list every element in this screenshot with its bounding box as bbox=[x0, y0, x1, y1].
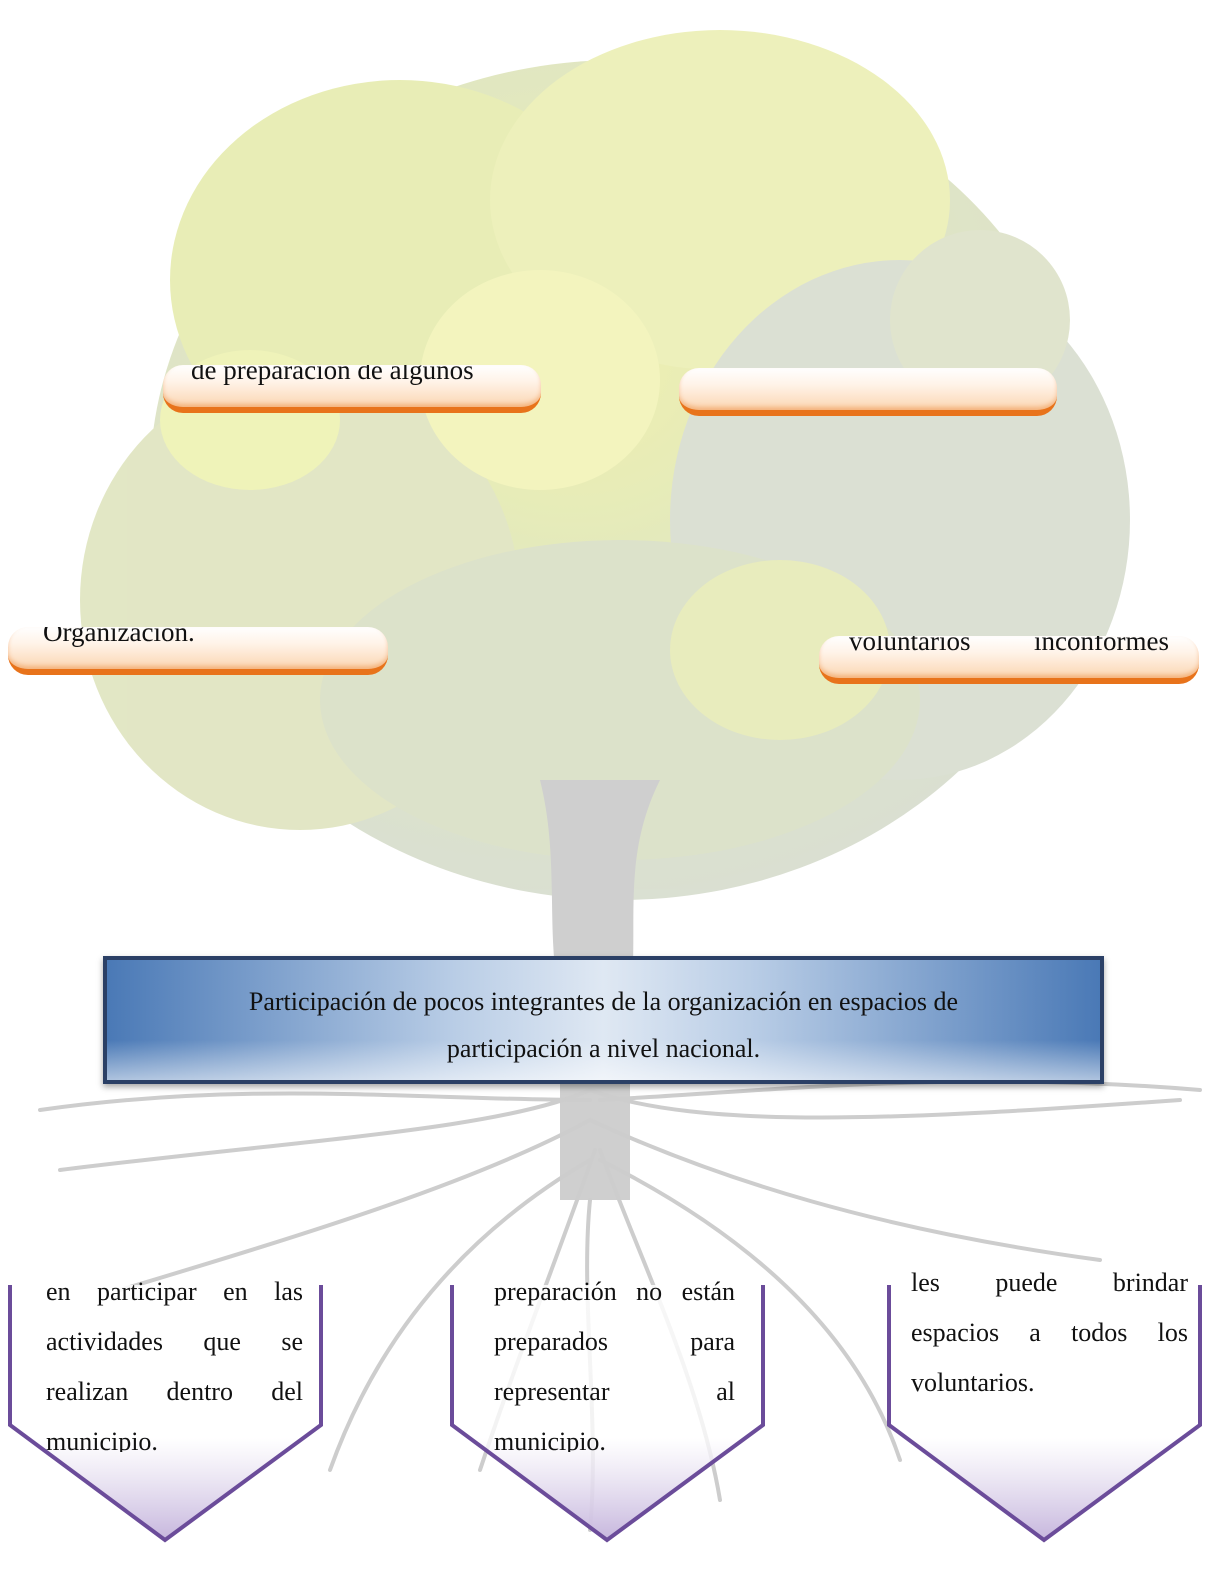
cause-1-line-3: realizan dentro del bbox=[46, 1377, 303, 1406]
effect-pill-4-text-a: voluntarios bbox=[849, 636, 971, 656]
cause-chevron-2: preparación no están preparados para rep… bbox=[450, 1277, 765, 1588]
cause-3-line-2: espacios a todos los bbox=[911, 1318, 1188, 1347]
effect-pill-3: Organización. bbox=[8, 627, 388, 675]
cause-1-line-1: en participar en las bbox=[46, 1277, 303, 1306]
cause-2-line-3: representar al bbox=[494, 1377, 735, 1406]
cause-chevron-3-shape bbox=[887, 1285, 1202, 1543]
cause-3-line-1: les puede brindar bbox=[911, 1268, 1188, 1297]
effect-pill-4: voluntarios inconformes bbox=[819, 636, 1199, 684]
cause-2-line-4: municipio. bbox=[494, 1427, 606, 1452]
cause-3-line-3: voluntarios. bbox=[911, 1368, 1035, 1397]
cause-chevron-1: en participar en las actividades que se … bbox=[8, 1277, 323, 1588]
effect-pill-1: de preparación de algunos bbox=[163, 365, 541, 413]
cause-chevron-3: les puede brindar espacios a todos los v… bbox=[887, 1268, 1202, 1588]
central-problem-box: Participación de pocos integrantes de la… bbox=[103, 956, 1104, 1084]
effect-pill-2 bbox=[679, 368, 1057, 416]
problem-line-1: Participación de pocos integrantes de la… bbox=[248, 987, 959, 1016]
effect-pill-1-text: de preparación de algunos bbox=[191, 365, 474, 385]
cause-2-line-1: preparación no están bbox=[494, 1277, 735, 1306]
effect-pill-4-text-b: inconformes bbox=[1034, 636, 1169, 656]
cause-chevron-1-shape bbox=[8, 1285, 323, 1543]
problem-line-2: participación a nivel nacional. bbox=[446, 1034, 761, 1063]
cause-1-line-2: actividades que se bbox=[46, 1327, 303, 1356]
effect-pill-3-text: Organización. bbox=[43, 627, 195, 647]
cause-chevron-2-shape bbox=[450, 1285, 765, 1543]
cause-2-line-2: preparados para bbox=[494, 1327, 735, 1356]
cause-1-line-4: municipio. bbox=[46, 1427, 158, 1452]
canopy bbox=[80, 30, 1130, 900]
